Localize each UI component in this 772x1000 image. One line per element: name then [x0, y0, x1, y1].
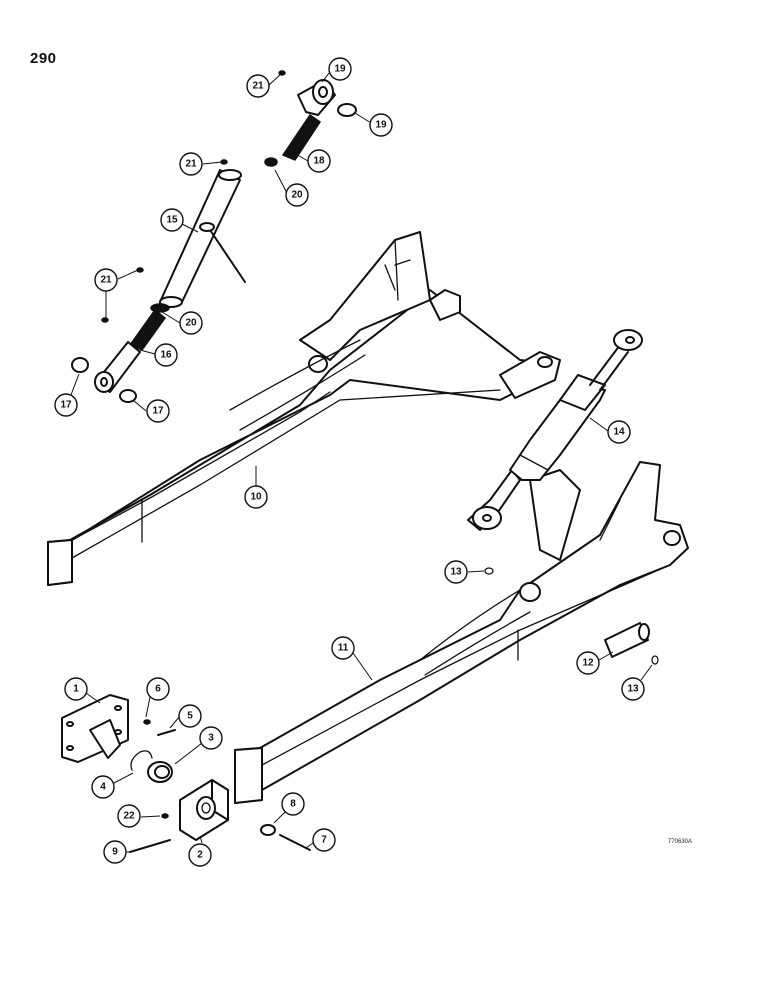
- callout-16: 16: [154, 343, 178, 367]
- callout-13-upper: 13: [444, 560, 468, 584]
- callout-17-left: 17: [54, 393, 78, 417]
- callout-4: 4: [91, 775, 115, 799]
- svg-text:13: 13: [627, 684, 639, 695]
- mounting-bracket-group: [61, 694, 311, 853]
- svg-text:15: 15: [166, 215, 178, 226]
- callout-21-lower: 21: [94, 268, 118, 292]
- svg-text:5: 5: [187, 711, 193, 722]
- figure-code: 770630A: [668, 839, 693, 845]
- svg-text:7: 7: [321, 835, 327, 846]
- svg-text:3: 3: [208, 733, 214, 744]
- svg-text:12: 12: [582, 658, 594, 669]
- svg-text:19: 19: [375, 120, 387, 131]
- callout-8: 8: [281, 792, 305, 816]
- callout-17-right: 17: [146, 399, 170, 423]
- callout-9: 9: [103, 840, 127, 864]
- top-link-assembly: [71, 70, 357, 403]
- callout-18: 18: [307, 149, 331, 173]
- callout-1: 1: [64, 677, 88, 701]
- callout-10: 10: [244, 485, 268, 509]
- page-number: 290: [30, 50, 57, 67]
- callout-14: 14: [607, 420, 631, 444]
- callout-5: 5: [178, 704, 202, 728]
- callout-2: 2: [188, 843, 212, 867]
- callout-21-top: 21: [246, 74, 270, 98]
- svg-text:11: 11: [338, 643, 349, 654]
- callout-15: 15: [160, 208, 184, 232]
- callout-7: 7: [312, 828, 336, 852]
- callout-20-lower: 20: [179, 311, 203, 335]
- svg-text:21: 21: [185, 159, 197, 170]
- callout-20-top: 20: [285, 183, 309, 207]
- callout-6: 6: [146, 677, 170, 701]
- svg-text:22: 22: [123, 811, 135, 822]
- svg-text:2: 2: [197, 850, 203, 861]
- callout-19-right: 19: [369, 113, 393, 137]
- svg-text:17: 17: [60, 400, 72, 411]
- svg-text:16: 16: [160, 350, 172, 361]
- svg-text:9: 9: [112, 847, 118, 858]
- svg-text:18: 18: [313, 156, 325, 167]
- callout-19-top: 19: [328, 57, 352, 81]
- svg-text:13: 13: [450, 567, 462, 578]
- callout-12: 12: [576, 651, 600, 675]
- svg-text:17: 17: [152, 406, 164, 417]
- svg-text:21: 21: [100, 275, 112, 286]
- pivot-pin-part-12: [484, 567, 659, 665]
- svg-text:6: 6: [155, 684, 161, 695]
- svg-text:14: 14: [613, 427, 625, 438]
- svg-text:8: 8: [290, 799, 296, 810]
- upper-arm-part-10: [47, 231, 561, 586]
- svg-text:21: 21: [252, 81, 264, 92]
- leader-lines: [70, 71, 653, 853]
- svg-text:20: 20: [185, 318, 197, 329]
- callout-21-middle: 21: [179, 152, 203, 176]
- hydraulic-cylinder-part-14: [467, 329, 643, 531]
- svg-text:20: 20: [291, 190, 303, 201]
- lower-arm-part-11: [234, 461, 689, 804]
- svg-text:4: 4: [100, 782, 106, 793]
- callout-3: 3: [199, 726, 223, 750]
- callout-22: 22: [117, 804, 141, 828]
- svg-text:19: 19: [334, 64, 346, 75]
- svg-text:10: 10: [250, 492, 262, 503]
- svg-text:1: 1: [73, 684, 79, 695]
- callout-11: 11: [331, 636, 355, 660]
- callout-13-lower: 13: [621, 677, 645, 701]
